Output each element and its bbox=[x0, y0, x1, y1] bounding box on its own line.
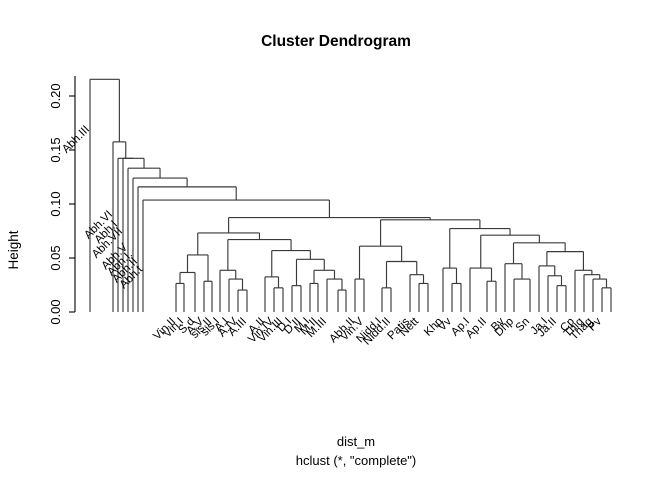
leaf-label: Abh.III bbox=[60, 124, 92, 156]
tick-label-0.20: 0.20 bbox=[48, 83, 63, 108]
hclust-caption: hclust (*, "complete") bbox=[296, 453, 417, 468]
tick-label-0.10: 0.10 bbox=[48, 191, 63, 216]
dendrogram-tree bbox=[89, 78, 612, 312]
x-axis-caption: dist_m bbox=[337, 434, 375, 449]
y-axis-title: Height bbox=[6, 230, 21, 269]
leaf-label: Sn bbox=[514, 316, 532, 334]
leaf-label: Ap.II bbox=[464, 316, 489, 341]
y-axis-ticks: 0.20 0.15 0.10 0.05 0.00 bbox=[48, 83, 75, 325]
tick-label-0.05: 0.05 bbox=[48, 245, 63, 270]
tick-label-0.00: 0.00 bbox=[48, 299, 63, 324]
page-title: Cluster Dendrogram bbox=[261, 33, 411, 50]
tick-label-0.15: 0.15 bbox=[48, 137, 63, 162]
